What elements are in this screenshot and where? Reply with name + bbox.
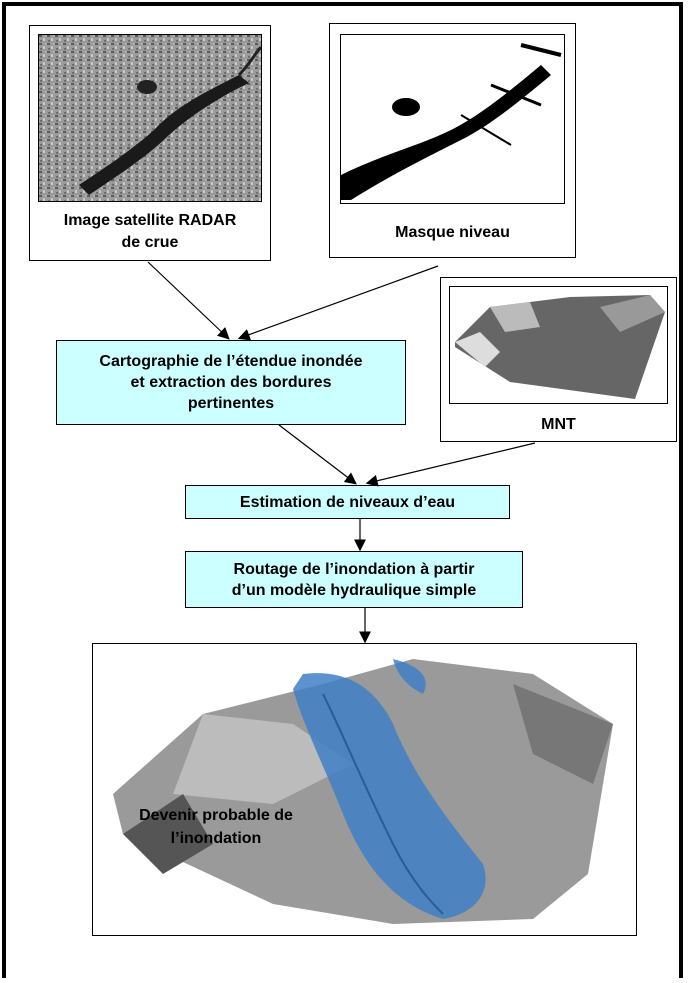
routing-box: Routage de l’inondation à partir d’un mo… [185,551,523,608]
arrow-mask-to-mapping [237,265,439,341]
arrow-mapping-to-estimation [278,424,357,485]
mapping-box: Cartographie de l’étendue inondée et ext… [56,340,406,425]
arrow-dem-to-estimation [365,442,536,487]
result-caption: Devenir probable de l’inondation [139,807,293,847]
mask-image [340,34,565,204]
radar-image [38,34,262,202]
outer-frame [2,2,683,978]
dem-panel: MNT [440,277,677,442]
dem-image [449,286,668,404]
radar-caption: Image satellite RADAR de crue [63,212,237,251]
routing-label: Routage de l’inondation à partir d’un mo… [231,560,477,599]
mapping-label: Cartographie de l’étendue inondée et ext… [99,353,363,412]
result-panel: Devenir probable de l’inondation [92,643,637,936]
result-image [113,659,613,924]
mask-panel: Masque niveau [329,23,576,258]
arrow-radar-to-mapping [147,261,230,340]
dem-caption: MNT [541,416,576,433]
radar-image-panel: Image satellite RADAR de crue [29,25,271,261]
estimation-box: Estimation de niveaux d’eau [185,485,510,519]
estimation-label: Estimation de niveaux d’eau [239,493,456,511]
mask-caption: Masque niveau [395,224,510,241]
